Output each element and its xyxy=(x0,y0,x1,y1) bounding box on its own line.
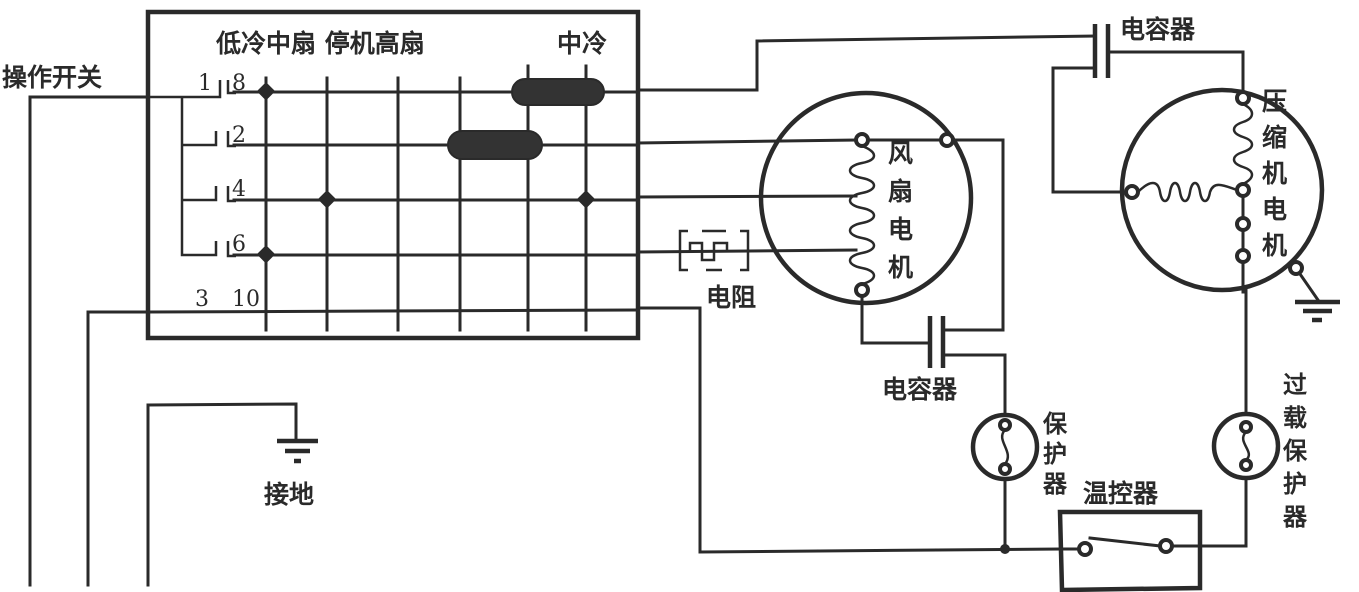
power-leads xyxy=(28,95,298,587)
compressor-motor-label-2: 缩 xyxy=(1262,123,1287,152)
resistor-label: 电阻 xyxy=(706,283,756,312)
cam-bar-row-8 xyxy=(511,78,605,106)
protector-icon xyxy=(970,412,1040,554)
overload-protector-icon xyxy=(1211,288,1281,481)
resistor-icon xyxy=(678,229,750,272)
operation-switch-box: 低冷中扇 停机高扇 中冷 xyxy=(145,9,641,341)
compressor-motor-label-5: 机 xyxy=(1262,231,1287,260)
compressor-capacitor-label: 电容器 xyxy=(1120,15,1196,44)
protector-label-2: 护 xyxy=(1043,440,1067,468)
thermostat xyxy=(1057,477,1248,592)
terminal-4: 4 xyxy=(232,177,246,202)
compressor-motor-label-4: 电 xyxy=(1262,195,1287,224)
fan-motor-label-4: 机 xyxy=(888,253,913,282)
fan-capacitor-label: 电容器 xyxy=(882,375,958,404)
overload-protector-label-4: 护 xyxy=(1283,470,1307,498)
protector-label-1: 保 xyxy=(1042,410,1068,438)
switch-mode-mid-cool: 中冷 xyxy=(557,29,607,58)
switch-rows xyxy=(146,90,640,314)
overload-protector-label-2: 载 xyxy=(1283,404,1307,432)
overload-protector-label-3: 保 xyxy=(1282,437,1308,465)
terminal-2: 2 xyxy=(232,123,246,148)
compressor-motor-label-3: 机 xyxy=(1262,159,1287,188)
thermostat-label: 温控器 xyxy=(1083,479,1159,508)
protector-label-3: 器 xyxy=(1042,470,1068,498)
fan-motor-label-3: 电 xyxy=(888,215,913,244)
compressor-motor-label-1: 压 xyxy=(1262,87,1287,116)
compressor-capacitor xyxy=(1051,24,1245,194)
terminal-6: 6 xyxy=(232,232,246,257)
contact-closure-dots xyxy=(256,82,596,264)
terminal-10: 10 xyxy=(232,287,260,312)
fan-motor-label-2: 扇 xyxy=(888,177,913,206)
switch-box-frame xyxy=(145,9,641,341)
switch-modes-header: 低冷中扇 停机高扇 xyxy=(215,29,425,58)
overload-protector-label-1: 过 xyxy=(1283,371,1307,399)
fan-motor-label-1: 风 xyxy=(888,139,913,168)
fan-motor xyxy=(758,90,974,306)
overload-protector-label-5: 器 xyxy=(1282,503,1308,531)
terminal-1: 1 xyxy=(198,71,212,96)
cam-bar-row-2 xyxy=(447,130,543,160)
fan-capacitor xyxy=(860,138,1007,416)
ground-label: 接地 xyxy=(264,480,314,509)
operation-switch-label: 操作开关 xyxy=(2,63,102,92)
terminal-8: 8 xyxy=(232,71,246,96)
ground-icon xyxy=(277,438,318,464)
compressor-ground-icon xyxy=(1295,271,1340,323)
compressor-motor xyxy=(1119,87,1325,294)
terminal-3: 3 xyxy=(195,287,209,312)
switch-contacts xyxy=(148,80,236,258)
